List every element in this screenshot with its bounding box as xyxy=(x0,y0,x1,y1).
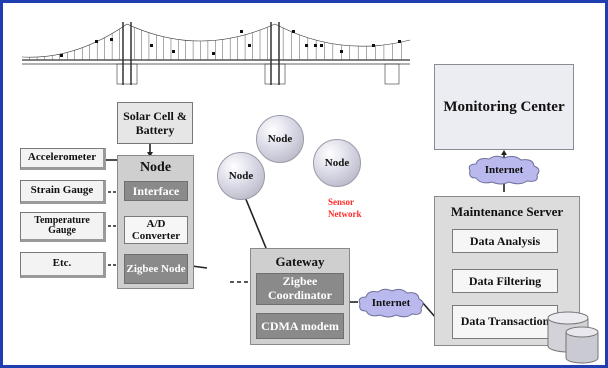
node-unit: Node Interface A/D Converter Zigbee Node xyxy=(117,155,194,289)
zigbee-coordinator-module: Zigbee Coordinator xyxy=(256,273,344,305)
sensor-strain-gauge: Strain Gauge xyxy=(20,180,106,204)
wireless-node: Node xyxy=(313,139,361,187)
wireless-node: Node xyxy=(217,152,265,200)
sensor-network-label: Sensor Network xyxy=(328,197,362,219)
data-filtering-module: Data Filtering xyxy=(452,269,558,293)
data-analysis-module: Data Analysis xyxy=(452,229,558,253)
cloud-icon xyxy=(468,155,540,185)
node-unit-title: Node xyxy=(139,160,172,175)
monitoring-center-box: Monitoring Center xyxy=(434,64,574,150)
cloud-icon xyxy=(358,288,424,318)
data-transaction-module: Data Transaction xyxy=(452,305,558,339)
internet-cloud-gateway: Internet xyxy=(356,287,426,319)
sensor-accelerometer: Accelerometer xyxy=(20,148,106,170)
wireless-node: Node xyxy=(256,115,304,163)
internet-label: Internet xyxy=(371,297,411,309)
interface-module: Interface xyxy=(124,181,188,201)
ad-converter-module: A/D Converter xyxy=(124,216,188,244)
internet-cloud-server: Internet xyxy=(466,154,542,186)
sensor-etc: Etc. xyxy=(20,252,106,278)
gateway-title: Gateway xyxy=(275,254,325,269)
cdma-modem-module: CDMA modem xyxy=(256,313,344,339)
zigbee-node-module: Zigbee Node xyxy=(124,254,188,284)
maintenance-server-unit: Maintenance Server Data Analysis Data Fi… xyxy=(434,196,580,346)
internet-label: Internet xyxy=(484,164,524,176)
solar-cell-battery-box: Solar Cell & Battery xyxy=(117,102,193,144)
gateway-unit: Gateway Zigbee Coordinator CDMA modem xyxy=(250,248,350,345)
sensor-temperature-gauge: Temperature Gauge xyxy=(20,212,106,242)
maintenance-server-title: Maintenance Server xyxy=(450,204,564,219)
